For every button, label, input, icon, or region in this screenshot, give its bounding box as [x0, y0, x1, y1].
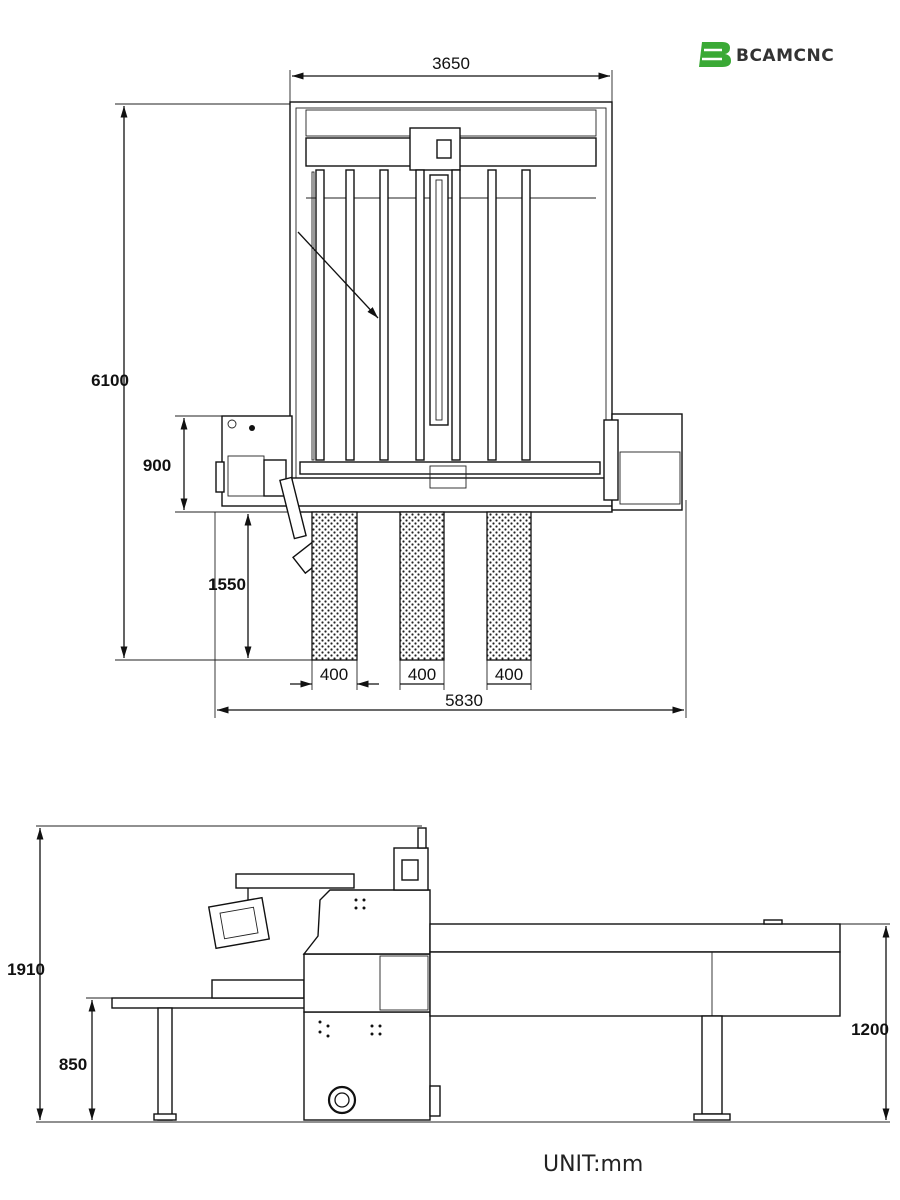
dim-slat-b: 400: [408, 665, 436, 684]
machine-body: [303, 1011, 431, 1121]
outfeed-frame: [429, 923, 841, 953]
dim-table-height: 850: [59, 1055, 87, 1074]
brand-name: BCAMCNC: [736, 46, 834, 66]
monitor-icon: [207, 896, 271, 950]
side-view: 1910 850 1200: [7, 825, 890, 1123]
right-cabinet: [611, 413, 683, 511]
dim-total-height: 1910: [7, 960, 45, 979]
dim-width-bottom: 5830: [445, 691, 483, 710]
conveyor-slats: [311, 511, 532, 661]
access-port-icon: [327, 1085, 357, 1115]
dim-side-height: 900: [143, 456, 171, 475]
rail-bars: [311, 169, 531, 461]
infeed-table: [111, 997, 313, 1009]
dim-width-top: 3650: [432, 54, 470, 73]
dim-slat-a: 400: [320, 665, 348, 684]
front-rail: [289, 477, 613, 507]
dim-slat-c: 400: [495, 665, 523, 684]
slat-2: [399, 511, 445, 661]
brand-logo: BCAMCNC: [699, 42, 834, 67]
dim-height-left: 6100: [91, 371, 129, 390]
dim-front-depth: 1550: [208, 575, 246, 594]
logo-mark-icon: [699, 42, 731, 67]
dim-frame-height: 1200: [851, 1020, 889, 1039]
slat-3: [486, 511, 532, 661]
unit-label: UNIT:mm: [543, 1152, 643, 1177]
slat-1: [311, 511, 358, 661]
top-view: 3650 6100 900 1550 400 400 400 5830: [91, 54, 687, 718]
